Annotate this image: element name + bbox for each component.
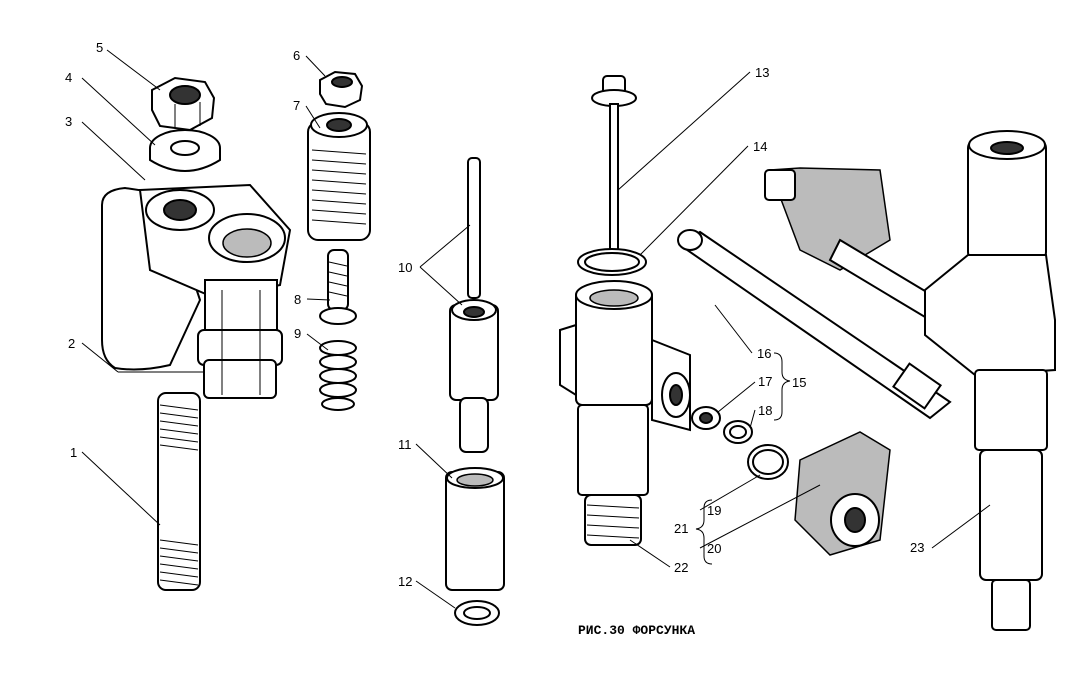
- part-20-banjo-fitting: [794, 431, 891, 556]
- label-2: 2: [68, 336, 75, 351]
- part-17-nut: [691, 406, 721, 430]
- part-13-rod: [591, 75, 637, 255]
- label-7: 7: [293, 98, 300, 113]
- part-16-tube: [677, 229, 952, 420]
- part-5-nut: [151, 76, 216, 132]
- label-11: 11: [398, 437, 412, 452]
- part-9-spring: [319, 340, 357, 411]
- part-1-stud: [157, 392, 201, 591]
- part-2-clamp-body: [101, 183, 292, 399]
- label-17: 17: [758, 374, 772, 389]
- part-6-small-nut: [319, 70, 364, 109]
- label-13: 13: [755, 65, 769, 80]
- part-labels: 1 2 3 4 5 6 7 8 9 10 11 12 13 14 15 16 1…: [65, 40, 924, 589]
- label-23: 23: [910, 540, 924, 555]
- label-18: 18: [758, 403, 772, 418]
- label-16: 16: [757, 346, 771, 361]
- label-8: 8: [294, 292, 301, 307]
- part-7-threaded-sleeve: [307, 112, 371, 241]
- label-5: 5: [96, 40, 103, 55]
- label-3: 3: [65, 114, 72, 129]
- part-14-ring: [577, 248, 647, 276]
- part-23-assembled-injector: [764, 130, 1056, 631]
- label-10: 10: [398, 260, 412, 275]
- label-9: 9: [294, 326, 301, 341]
- part-8-screw: [319, 249, 357, 325]
- part-22-injector-body: [559, 280, 691, 546]
- label-14: 14: [753, 139, 767, 154]
- label-21: 21: [674, 521, 688, 536]
- label-12: 12: [398, 574, 412, 589]
- label-6: 6: [293, 48, 300, 63]
- label-19: 19: [707, 503, 721, 518]
- label-20: 20: [707, 541, 721, 556]
- label-1: 1: [70, 445, 77, 460]
- part-11-nozzle-nut: [445, 467, 505, 591]
- part-19-gasket: [747, 444, 789, 480]
- part-4-washer: [149, 129, 221, 172]
- part-18-ring: [723, 420, 753, 444]
- label-22: 22: [674, 560, 688, 575]
- figure-caption: РИС.30 ФОРСУНКА: [578, 623, 695, 638]
- label-4: 4: [65, 70, 72, 85]
- label-15: 15: [792, 375, 806, 390]
- leader-lines: [81, 49, 991, 609]
- part-10-needle-and-sprayer: [449, 157, 499, 453]
- part-12-washer: [454, 600, 500, 626]
